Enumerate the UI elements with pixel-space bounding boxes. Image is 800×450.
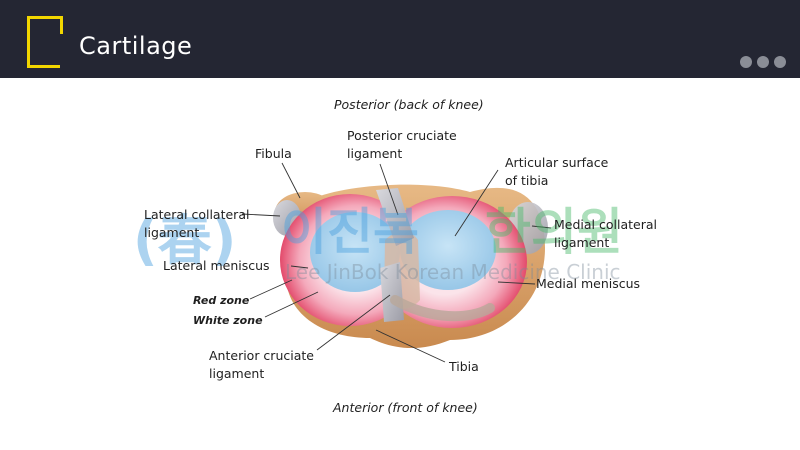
label-pcl-line1: Posterior cruciate <box>347 128 457 143</box>
medial-articular-surface <box>400 210 496 290</box>
label-red-zone: Red zone <box>193 294 250 307</box>
bracket-decoration <box>27 16 63 68</box>
label-articular-line2: of tibia <box>505 173 549 188</box>
orientation-top-label: Posterior (back of knee) <box>334 97 484 112</box>
anterior-horn-ligament <box>390 295 495 322</box>
label-lateral-meniscus: Lateral meniscus <box>163 258 270 273</box>
label-articular-line1: Articular surface <box>505 155 609 170</box>
label-acl-line1: Anterior cruciate <box>209 348 314 363</box>
label-white-zone: White zone <box>193 314 263 327</box>
orientation-bottom-label: Anterior (front of knee) <box>333 400 478 415</box>
lateral-articular-surface <box>310 212 400 292</box>
label-pcl-line2: ligament <box>347 146 403 161</box>
menu-dot <box>774 56 786 68</box>
more-menu-icon[interactable] <box>740 56 786 68</box>
leader-lines <box>241 162 552 363</box>
label-medial-meniscus: Medial meniscus <box>536 276 641 291</box>
label-lcl-line2: ligament <box>144 225 200 240</box>
menu-dot <box>757 56 769 68</box>
label-acl-line2: ligament <box>209 366 265 381</box>
label-tibia: Tibia <box>449 359 479 374</box>
label-mcl-line2: ligament <box>554 235 610 250</box>
title-bar: Cartilage <box>0 0 800 78</box>
label-mcl-line1: Medial collateral <box>554 217 657 232</box>
page-title: Cartilage <box>79 32 193 60</box>
menu-dot <box>740 56 752 68</box>
label-fibula: Fibula <box>255 146 292 161</box>
posterior-cruciate-ligament <box>376 188 414 246</box>
label-lcl-line1: Lateral collateral <box>144 207 250 222</box>
anterior-cruciate-ligament <box>380 262 404 322</box>
